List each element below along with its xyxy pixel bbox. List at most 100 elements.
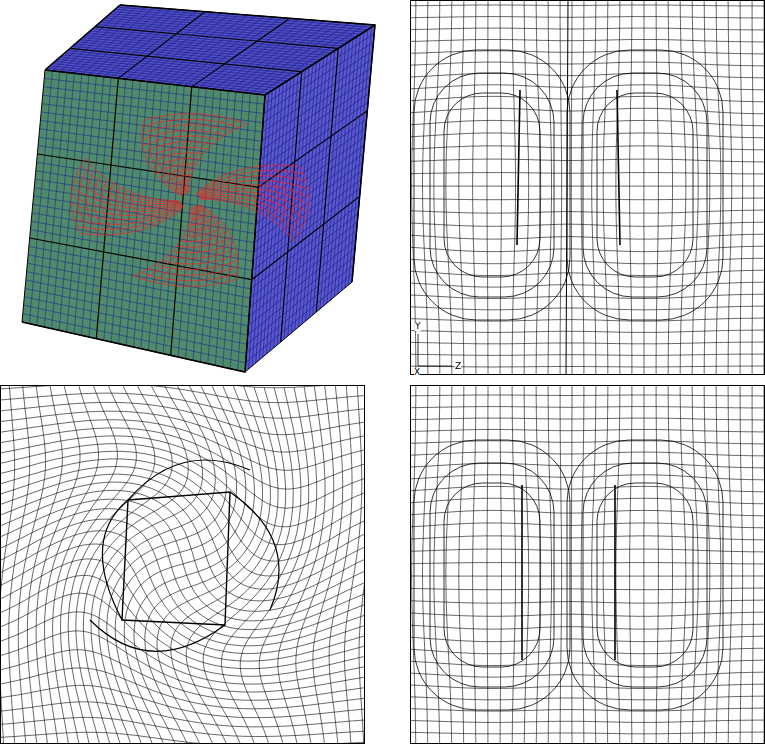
mesh-line — [122, 492, 230, 625]
mesh-line — [567, 440, 723, 710]
mesh-line — [411, 648, 764, 654]
mesh-line — [33, 204, 255, 242]
mesh-line — [434, 1, 440, 374]
mesh-line — [345, 30, 368, 288]
mesh-line — [423, 1, 428, 374]
mesh-line — [1, 499, 364, 621]
mesh-line — [583, 463, 707, 687]
mesh-line — [157, 386, 270, 743]
mesh-line — [656, 1, 658, 374]
mesh-line — [240, 387, 308, 743]
mesh-line — [94, 175, 107, 235]
mesh-line — [29, 246, 251, 289]
mesh-line — [149, 153, 204, 164]
mesh-line — [1, 386, 15, 743]
axis-label: X — [414, 368, 420, 377]
mesh-line — [411, 62, 764, 66]
mesh-line — [411, 452, 764, 456]
mesh-line — [250, 222, 358, 307]
mesh-line — [630, 1, 632, 374]
mesh-line — [331, 39, 353, 300]
mesh-line — [752, 1, 754, 374]
slot-mesh — [411, 386, 764, 743]
mesh-line — [414, 440, 570, 710]
mesh-line — [199, 204, 238, 279]
mesh-line — [102, 179, 116, 234]
mesh-line — [18, 386, 45, 743]
mesh-line — [117, 187, 132, 232]
mesh-line — [68, 386, 155, 743]
mesh-line — [30, 238, 252, 280]
panel-border — [411, 386, 765, 744]
mesh-line — [1, 386, 364, 388]
mesh-line — [141, 272, 238, 280]
mesh-line — [177, 236, 232, 247]
mesh-line — [411, 258, 764, 264]
mesh-line — [99, 386, 215, 743]
axis-label: Y — [415, 322, 421, 331]
mesh-line — [79, 164, 91, 234]
mesh-line — [240, 170, 255, 210]
axis-triad — [418, 334, 452, 366]
mesh-line — [91, 386, 202, 743]
mesh-line — [201, 197, 303, 228]
mesh-line — [36, 386, 80, 743]
mesh-line — [184, 18, 281, 86]
mesh-line — [603, 1, 608, 374]
mesh-line — [581, 1, 584, 374]
mesh-line — [524, 386, 529, 743]
mesh-line — [45, 386, 99, 743]
mesh-line — [411, 28, 764, 30]
mesh-line — [248, 168, 263, 213]
mesh-line — [290, 166, 302, 236]
mesh-line — [245, 25, 375, 372]
mesh-line — [414, 50, 570, 320]
mesh-line — [264, 166, 278, 221]
mesh-line — [423, 386, 428, 743]
mesh-line — [411, 720, 764, 722]
mesh-line — [248, 239, 355, 326]
mesh-line — [728, 386, 732, 743]
mesh-line — [617, 90, 620, 245]
mesh-line — [411, 549, 764, 552]
mesh-line — [70, 48, 302, 71]
mesh-line — [487, 386, 488, 743]
mesh-line — [740, 1, 743, 374]
mesh-line — [188, 121, 238, 192]
mesh-line — [521, 485, 523, 660]
mesh-line — [500, 1, 502, 374]
mesh-line — [1, 650, 364, 701]
mesh-line — [45, 5, 120, 70]
mesh-line — [500, 386, 502, 743]
mesh-line — [32, 213, 254, 252]
mesh-line — [411, 330, 764, 332]
mesh-line — [1, 428, 364, 489]
mesh-line — [170, 16, 265, 84]
mesh-line — [313, 386, 343, 743]
mesh-line — [411, 210, 764, 213]
mesh-line — [327, 41, 349, 303]
mesh-line — [27, 386, 62, 743]
mesh-line — [411, 108, 764, 114]
mesh-line — [221, 388, 301, 743]
slot-mesh — [411, 1, 764, 374]
mesh-line — [512, 1, 515, 374]
mesh-line — [411, 600, 764, 603]
mesh-line — [73, 46, 306, 69]
mesh-line — [134, 386, 254, 743]
mesh-line — [81, 207, 184, 235]
mesh-line — [592, 1, 596, 374]
mesh-line — [473, 1, 476, 374]
mesh-line — [430, 73, 554, 297]
mesh-line — [411, 222, 764, 226]
mesh-line — [444, 93, 540, 277]
mesh-line — [1, 559, 364, 661]
mesh-line — [411, 40, 764, 42]
mesh-line — [446, 386, 452, 743]
mesh-line — [24, 297, 247, 345]
mesh-line — [265, 25, 375, 95]
mesh-line — [133, 276, 236, 287]
mesh-line — [341, 32, 364, 291]
